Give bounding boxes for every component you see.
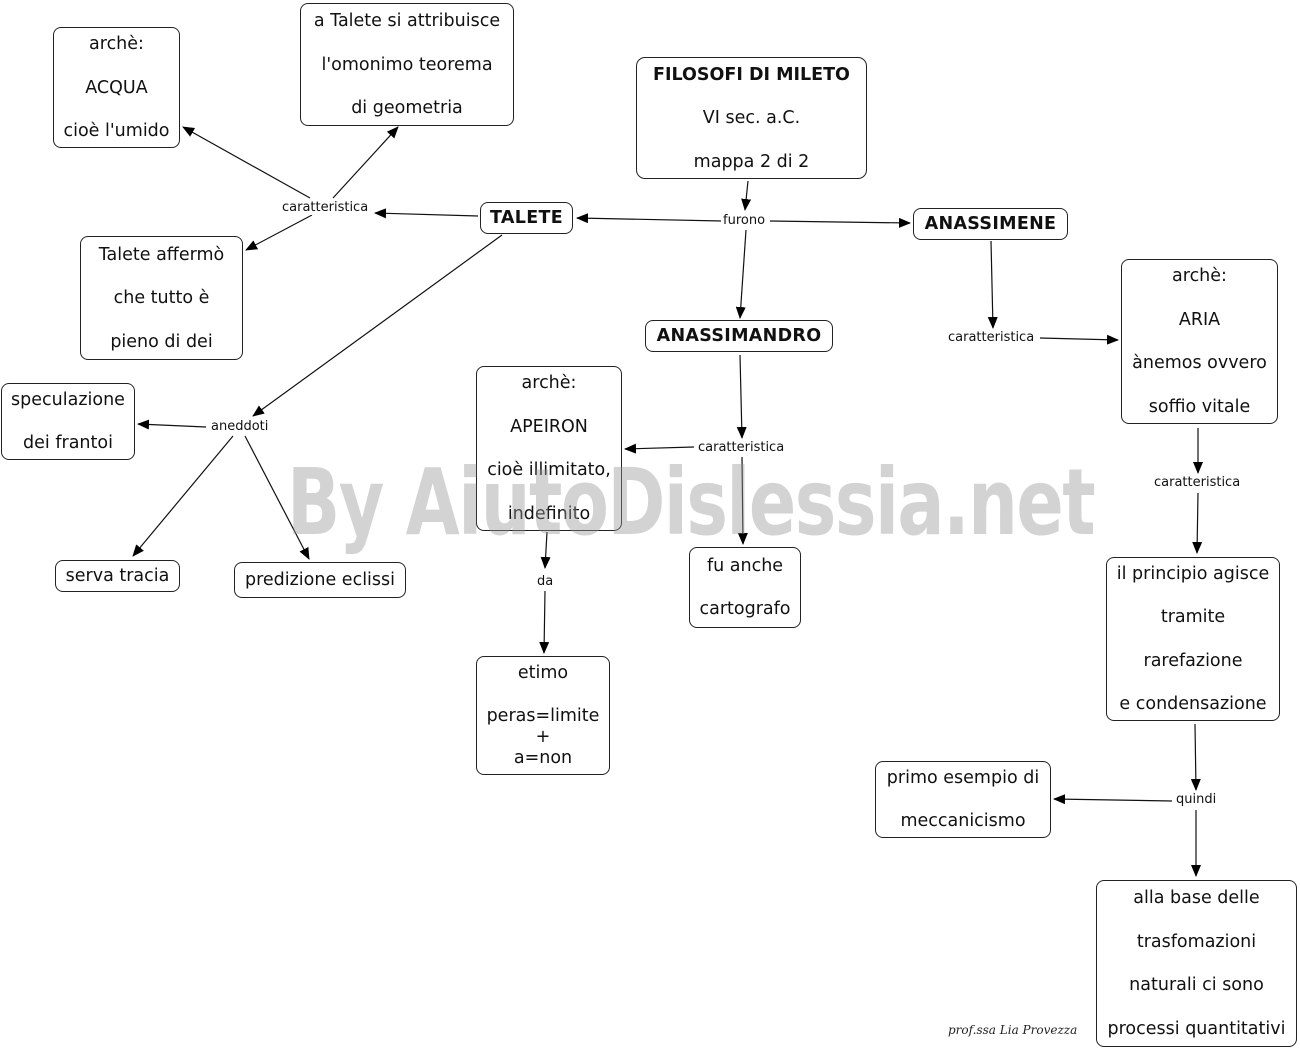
base-line-1: alla base delle — [1133, 888, 1260, 909]
teorema-line-3: di geometria — [351, 98, 463, 118]
eclissi-label: predizione eclissi — [244, 570, 396, 590]
edge-car-aria — [1039, 334, 1119, 345]
edge-quindi-meccanicismo — [1053, 794, 1173, 805]
edge-car-apeiron — [624, 443, 695, 454]
apeiron-line-3: cioè illimitato, — [487, 460, 611, 481]
talete-arche-line-1: archè: — [89, 34, 144, 54]
aria-line-1: archè: — [1172, 266, 1227, 287]
etimo-line-3: + — [535, 727, 551, 748]
base-line-4: processi quantitativi — [1107, 1018, 1286, 1039]
node-speculazione: speculazione dei frantoi — [1, 383, 135, 460]
apeiron-line-4: indefinito — [507, 503, 591, 524]
principio-line-3: rarefazione — [1143, 650, 1243, 671]
teorema-line-2: l'omonimo teorema — [321, 54, 493, 75]
author-signature: prof.ssa Lia Provezza — [948, 1023, 1078, 1037]
dei-line-3: pieno di dei — [110, 331, 213, 352]
filosofi-map-index: mappa 2 di 2 — [693, 151, 810, 172]
base-line-3: naturali ci sono — [1129, 975, 1264, 996]
edge-aneddoti-eclissi — [244, 435, 310, 560]
link-aria-caratteristica: caratteristica — [1152, 475, 1243, 490]
link-anassimandro-caratteristica: caratteristica — [696, 440, 787, 455]
dei-line-1: Talete affermò — [98, 244, 225, 265]
meccanicismo-line-1: primo esempio di — [886, 767, 1040, 788]
base-line-2: trasfomazioni — [1136, 931, 1257, 952]
talete-label: TALETE — [490, 208, 563, 228]
etimo-line-1: etimo — [517, 662, 569, 683]
edge-car-acqua — [182, 126, 311, 199]
node-base-quantitativa: alla base delle trasfomazioni naturali c… — [1096, 880, 1297, 1047]
aria-line-3: ànemos ovvero — [1132, 353, 1267, 374]
node-apeiron: archè: APEIRON cioè illimitato, indefini… — [476, 366, 622, 531]
node-cartografo: fu anche cartografo — [689, 547, 801, 628]
link-talete-caratteristica: caratteristica — [280, 200, 371, 215]
edge-car-dei — [245, 214, 313, 251]
edge-apeiron-da — [540, 531, 551, 569]
principio-line-4: e condensazione — [1119, 694, 1267, 715]
etimo-line-2: peras=limite — [486, 706, 600, 727]
node-predizione-eclissi: predizione eclissi — [234, 562, 406, 598]
edge-da-etimo — [539, 590, 550, 654]
anassimene-label: ANASSIMENE — [924, 214, 1057, 234]
link-aneddoti: aneddoti — [209, 419, 271, 434]
node-serva-tracia: serva tracia — [55, 560, 180, 592]
edge-furono-anassimene — [769, 217, 911, 228]
edge-talete-aneddoti — [252, 234, 503, 417]
link-quindi: quindi — [1174, 792, 1219, 807]
node-aria: archè: ARIA ànemos ovvero soffio vitale — [1121, 259, 1278, 424]
edge-furono-talete — [576, 213, 723, 224]
watermark: By AiutoDislessia.net — [287, 449, 1096, 556]
edge-anassimene-caratteristica — [987, 240, 998, 329]
principio-line-2: tramite — [1160, 607, 1226, 628]
apeiron-line-2: APEIRON — [510, 416, 588, 437]
edge-anassimandro-caratteristica — [736, 354, 747, 439]
node-talete-arche: archè: ACQUA cioè l'umido — [53, 27, 180, 148]
meccanicismo-line-2: meccanicismo — [900, 811, 1026, 832]
teorema-line-1: a Talete si attribuisce — [313, 11, 501, 31]
cartografo-line-1: fu anche — [706, 555, 784, 576]
edge-furono-anassimandro — [735, 229, 747, 319]
edge-principio-quindi — [1190, 723, 1201, 791]
node-anassimandro: ANASSIMANDRO — [645, 320, 833, 352]
filosofi-century: VI sec. a.C. — [702, 108, 801, 128]
speculazione-line-1: speculazione — [11, 389, 125, 410]
principio-line-1: il principio agisce — [1116, 563, 1270, 584]
node-filosofi-di-mileto: FILOSOFI DI MILETO VI sec. a.C. mappa 2 … — [636, 57, 867, 179]
node-etimo: etimo peras=limite + a=non — [476, 656, 610, 775]
edge-talete-caratteristica — [374, 208, 479, 219]
aria-line-4: soffio vitale — [1148, 396, 1251, 417]
node-talete-teorema: a Talete si attribuisce l'omonimo teorem… — [300, 3, 514, 126]
link-da: da — [535, 574, 556, 589]
link-furono: furono — [721, 213, 768, 228]
cartografo-line-2: cartografo — [699, 599, 791, 620]
apeiron-line-1: archè: — [521, 373, 577, 394]
node-principio: il principio agisce tramite rarefazione … — [1106, 557, 1280, 721]
speculazione-line-2: dei frantoi — [23, 433, 113, 454]
anassimandro-label: ANASSIMANDRO — [656, 326, 822, 346]
link-anassimene-caratteristica: caratteristica — [946, 330, 1037, 345]
talete-arche-line-3: cioè l'umido — [63, 121, 170, 141]
edge-car-cartografo — [737, 456, 748, 545]
serva-label: serva tracia — [65, 566, 170, 586]
talete-arche-line-2: ACQUA — [85, 77, 148, 98]
filosofi-title: FILOSOFI DI MILETO — [653, 64, 850, 85]
dei-line-2: che tutto è — [113, 288, 210, 308]
edge-car-teorema — [332, 126, 399, 199]
node-anassimene: ANASSIMENE — [913, 208, 1068, 240]
edge-filosofi-furono — [741, 180, 752, 211]
edge-aneddoti-serva — [132, 435, 234, 557]
edge-car-principio — [1192, 492, 1203, 554]
node-talete-dei: Talete affermò che tutto è pieno di dei — [80, 236, 243, 360]
aria-line-2: ARIA — [1178, 309, 1221, 330]
etimo-line-4: a=non — [513, 748, 573, 769]
edge-aneddoti-speculazione — [137, 419, 207, 430]
node-meccanicismo: primo esempio di meccanicismo — [875, 761, 1051, 838]
node-talete: TALETE — [480, 202, 573, 234]
